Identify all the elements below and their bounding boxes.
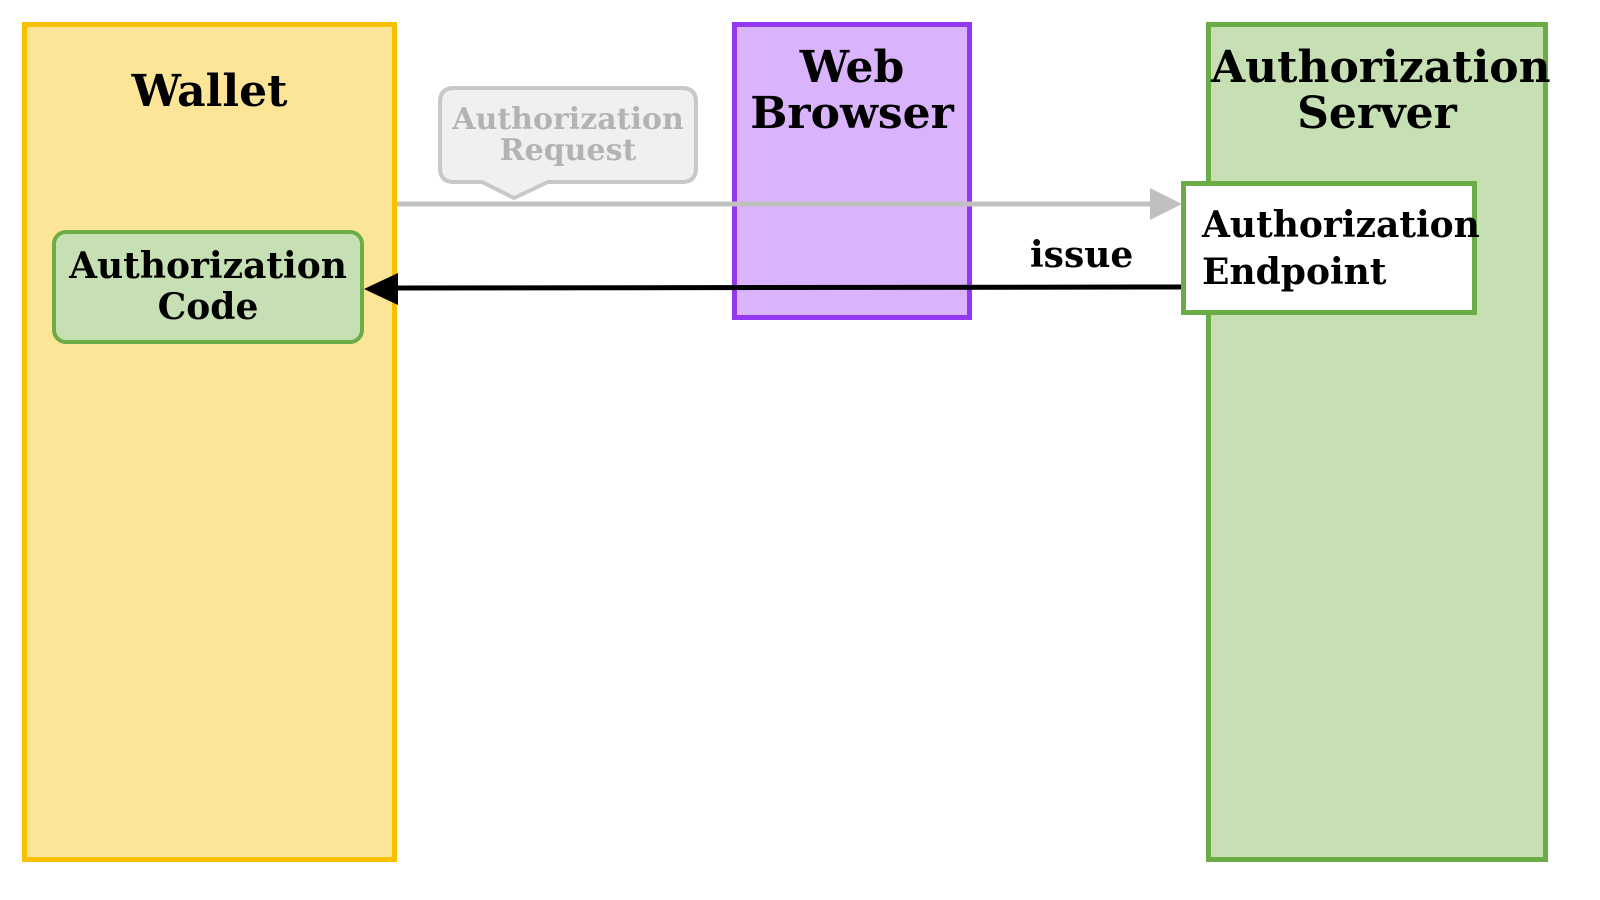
- wallet-title: Wallet: [131, 66, 288, 117]
- authorization-endpoint-box: Authorization Endpoint: [1181, 181, 1480, 315]
- issue-label: issue: [1030, 234, 1134, 276]
- authorization-code-box: Authorization Code: [52, 230, 364, 344]
- authorization-request-arrowhead: [1150, 188, 1182, 220]
- authorization-server-title: Authorization Server: [1211, 42, 1551, 140]
- authorization-request-callout: [438, 86, 698, 200]
- wallet-lane: Wallet: [22, 22, 397, 862]
- web-browser-title: Web Browser: [750, 42, 954, 140]
- web-browser-lane: Web Browser: [732, 22, 972, 320]
- issue-arrowhead: [364, 273, 398, 305]
- issue-arrow: [395, 284, 1184, 291]
- authorization-request-label: Authorization Request: [452, 101, 684, 168]
- authorization-server-lane: Authorization Server: [1206, 22, 1551, 862]
